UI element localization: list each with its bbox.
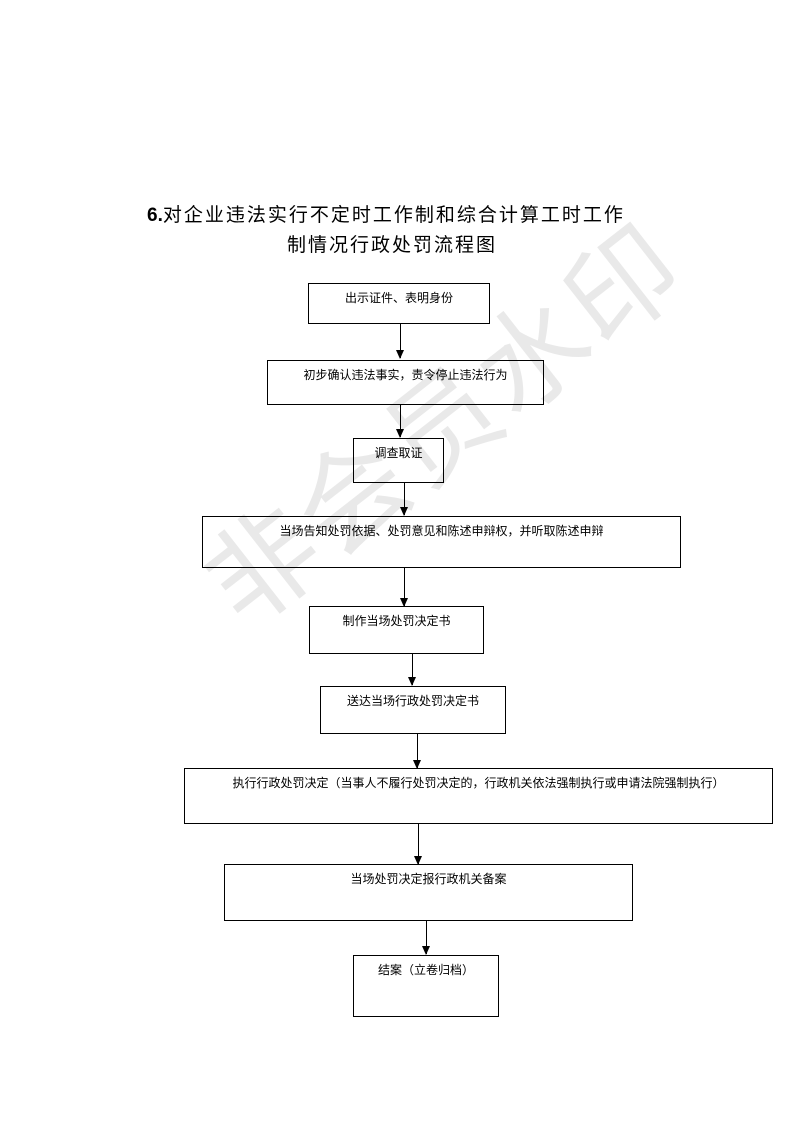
step-label-2: 初步确认违法事实，责令停止违法行为 [303,368,508,382]
step-label-1: 出示证件、表明身份 [344,291,453,305]
title-number: 6. [147,205,163,226]
flow-arrow-6 [413,734,421,769]
flow-arrow-2 [396,405,404,438]
step-box-4: 当场告知处罚依据、处罚意见和陈述申辩权，并听取陈述申辩 [202,516,681,568]
flow-arrow-3 [400,483,408,516]
step-label-5: 制作当场处罚决定书 [342,614,451,628]
step-box-3: 调查取证 [353,438,444,483]
step-box-6: 送达当场行政处罚决定书 [320,686,506,734]
flow-arrow-8 [422,921,430,955]
step-label-3: 调查取证 [374,446,423,460]
flow-arrow-5 [408,654,416,686]
flow-arrow-7 [414,824,422,865]
step-label-4: 当场告知处罚依据、处罚意见和陈述申辩权，并听取陈述申辩 [279,524,604,538]
diagram-title-line-1: 6.对企业违法实行不定时工作制和综合计算工时工作 [147,200,793,227]
step-box-9: 结案（立卷归档） [353,955,499,1017]
diagram-title-line-2: 制情况行政处罚流程图 [287,234,498,256]
flow-arrow-1 [396,324,404,359]
step-box-7: 执行行政处罚决定（当事人不履行处罚决定的，行政机关依法强制执行或申请法院强制执行… [184,768,773,824]
step-box-5: 制作当场处罚决定书 [309,606,484,654]
step-label-6: 送达当场行政处罚决定书 [346,694,479,708]
step-box-8: 当场处罚决定报行政机关备案 [224,864,633,921]
step-label-9: 结案（立卷归档） [377,963,474,977]
step-label-8: 当场处罚决定报行政机关备案 [350,872,507,886]
title-text-line-1: 对企业违法实行不定时工作制和综合计算工时工作 [162,204,625,226]
step-box-2: 初步确认违法事实，责令停止违法行为 [267,360,544,405]
step-box-1: 出示证件、表明身份 [308,283,490,324]
step-label-7: 执行行政处罚决定（当事人不履行处罚决定的，行政机关依法强制执行或申请法院强制执行… [232,776,725,790]
flow-arrow-4 [400,568,408,607]
